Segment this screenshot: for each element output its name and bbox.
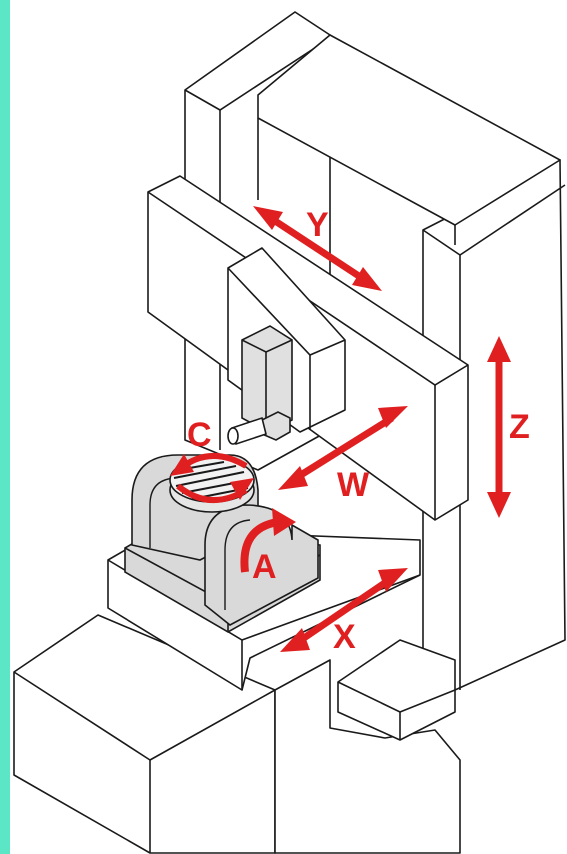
spindle-head	[227, 325, 293, 446]
y-axis-label: Y	[306, 206, 329, 244]
machine-base	[13, 614, 461, 854]
a-axis-label: A	[252, 548, 277, 586]
w-axis-arrow	[278, 406, 408, 490]
c-axis-arrow	[170, 452, 254, 504]
a-axis-arrow	[240, 508, 296, 573]
w-axis-label: W	[337, 466, 370, 504]
accent-strip	[0, 0, 10, 854]
machine-column	[337, 159, 566, 741]
trunnion-fixture	[124, 454, 321, 633]
c-axis-label: C	[187, 416, 212, 454]
x-axis-arrow	[280, 568, 408, 652]
z-axis-arrow	[487, 336, 511, 518]
y-axis-arrow	[253, 206, 382, 291]
z-axis-label: Z	[509, 408, 530, 446]
x-axis-label: X	[333, 618, 356, 656]
